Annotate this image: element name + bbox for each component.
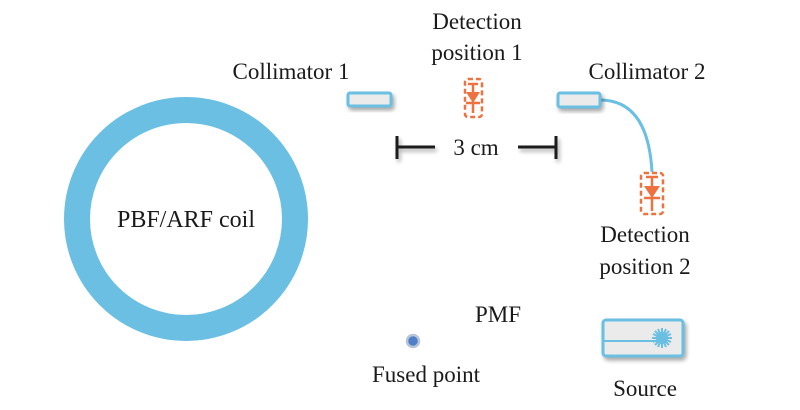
distance-label: 3 cm [453,135,498,160]
fiber-coil [64,97,308,341]
collimator-2-label: Collimator 2 [589,59,706,84]
photodiode-icon [639,171,665,216]
fused-point [405,333,421,349]
laser-starburst-icon [652,328,672,348]
fiber-to-detection-2 [599,98,654,173]
distance-marker [395,136,558,159]
pmf-label: PMF [475,302,521,327]
detection-position-1-label-line1: Detection [432,9,522,34]
coil-ring [64,97,308,341]
collimator-1-label: Collimator 1 [233,59,350,84]
collimator-2 [556,91,602,109]
fused-point-label: Fused point [372,362,481,387]
detection-position-2-label-line1: Detection [600,222,690,247]
detection-position-2-label-line2: position 2 [599,254,690,279]
detection-position-1-label-line2: position 1 [431,40,522,65]
collimator-1 [346,91,393,108]
source-label: Source [613,376,677,401]
coil-label: PBF/ARF coil [117,207,255,233]
photodiode-icon [463,77,484,119]
